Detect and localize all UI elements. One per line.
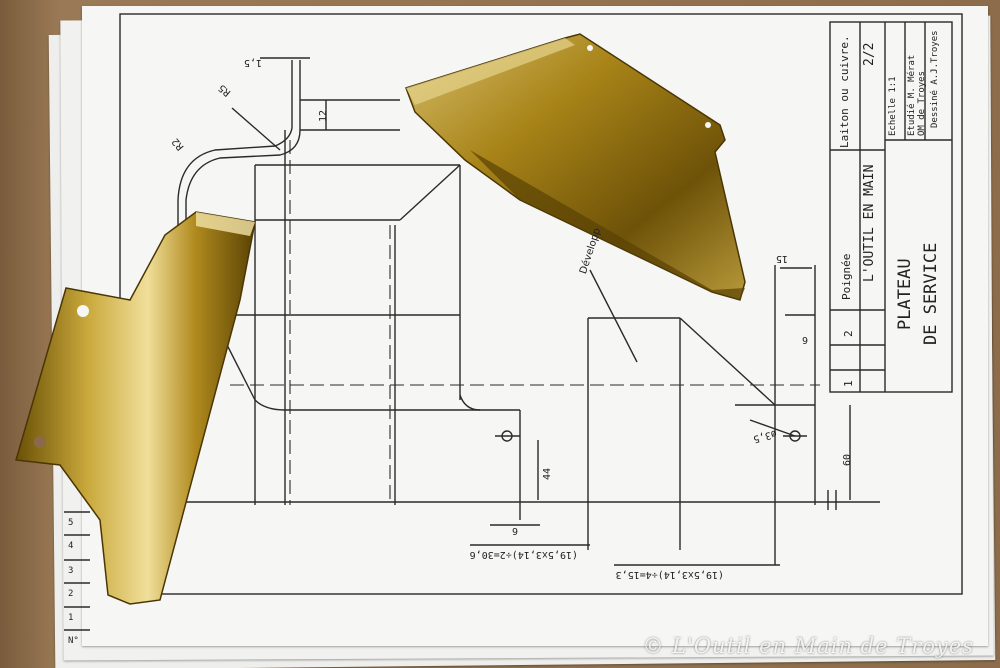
dim-12: 12 xyxy=(318,109,329,122)
row-number-2: 2 xyxy=(842,330,855,337)
project-title-line2: DE SERVICE xyxy=(921,242,941,345)
profile-outline xyxy=(185,60,301,500)
dim-60: 60 xyxy=(842,453,853,466)
title-block-frame xyxy=(829,21,953,393)
parts-list-row-number: 5 xyxy=(68,518,74,528)
center-lines xyxy=(230,140,820,505)
parts-list-row-number: 3 xyxy=(68,566,74,576)
profile-inner xyxy=(177,60,293,500)
dim-15: 15 xyxy=(775,253,788,264)
dim-1-5: 1,5 xyxy=(243,57,262,68)
om-label: OM de Troyes xyxy=(917,70,927,136)
dim-44: 44 xyxy=(542,467,553,480)
row-number-1: 1 xyxy=(842,380,855,387)
project-title-line1: PLATEAU xyxy=(895,258,915,330)
parts-list-row-number: 1 xyxy=(68,613,74,623)
drawn-label: Dessiné A.J.Troyes xyxy=(930,30,940,128)
sheet-number: 2/2 xyxy=(862,42,877,66)
material-label: Laiton ou cuivre. xyxy=(838,35,851,148)
part-label: Poignée xyxy=(840,253,853,300)
dim-6-bottom: 6 xyxy=(511,525,518,536)
study-label: Etudié M. Mérat xyxy=(907,54,917,136)
parts-list-row-number: 2 xyxy=(68,589,74,599)
formula-half: (19,5x3,14)÷2=30,6 xyxy=(469,549,578,560)
scale-label: Echelle 1:1 xyxy=(888,76,898,136)
formula-quarter: (19,5x3,14)÷4=15,3 xyxy=(615,569,724,580)
watermark: © L'Outil en Main de Troyes xyxy=(642,634,974,658)
brass-piece-right xyxy=(405,33,746,301)
parts-list-row-number: 4 xyxy=(68,541,74,551)
brass-piece-left xyxy=(15,211,256,605)
parts-list-row-number: N° xyxy=(68,636,79,646)
dim-6-top: 6 xyxy=(801,334,808,345)
school-label: L'OUTIL EN MAIN xyxy=(862,164,877,282)
